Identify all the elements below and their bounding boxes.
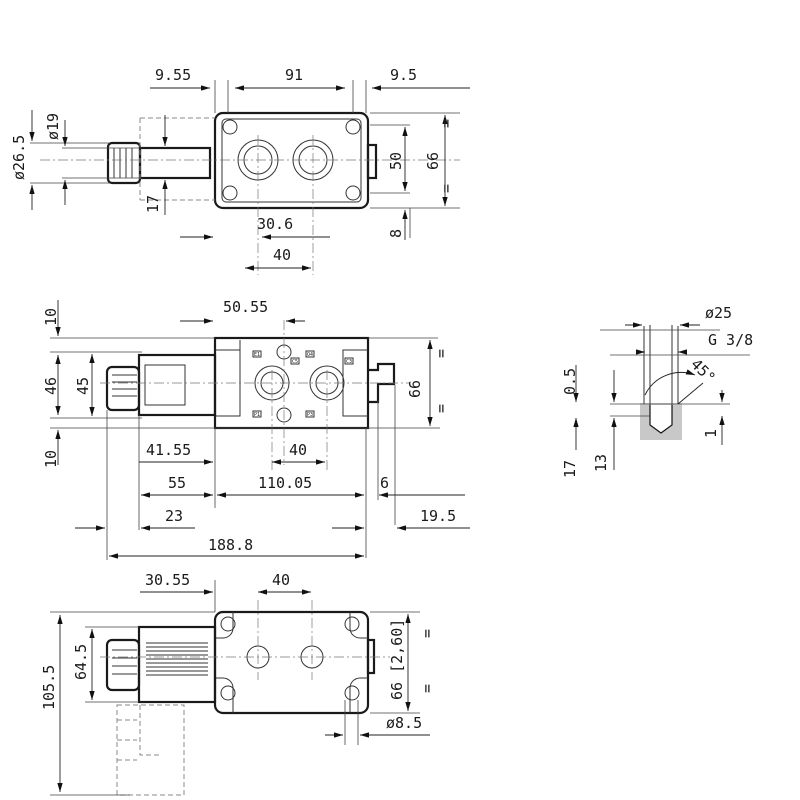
port-label: C3 <box>346 359 352 365</box>
dim-13: 13 <box>592 454 610 472</box>
stem <box>138 146 212 180</box>
symmetry-mark: = <box>418 684 436 693</box>
end-tab <box>366 143 378 180</box>
dim-17: 17 <box>144 195 162 213</box>
dim-66: 66 <box>424 152 442 170</box>
dim-66-2-60: 66 [2,60] <box>388 619 406 700</box>
dim-bottom-10: 10 <box>42 450 60 468</box>
valve-body <box>213 610 370 715</box>
ports <box>254 344 345 423</box>
dim-40: 40 <box>272 571 290 589</box>
symmetry-mark: = <box>432 349 450 358</box>
dim-50: 50 <box>387 152 405 170</box>
valve-body <box>213 336 370 430</box>
solenoid-coil <box>137 625 217 704</box>
dim-knob-diameter: ø26.5 <box>10 135 28 180</box>
end-connector <box>368 362 396 404</box>
dim-64-5: 64.5 <box>72 644 90 680</box>
dim-8: 8 <box>387 229 405 238</box>
dim-110-05: 110.05 <box>258 474 312 492</box>
dim-thread-g38: G 3/8 <box>708 331 753 349</box>
symmetry-mark: = <box>437 184 455 193</box>
port-label: C5 <box>292 359 298 365</box>
front-view: E1 C5 O4 C3 P1 P3 10 46 45 10 50.55 41.5… <box>42 298 470 560</box>
dim-66: 66 <box>406 380 424 398</box>
dim-19-5: 19.5 <box>420 507 456 525</box>
dim-6: 6 <box>380 474 389 492</box>
dim-45: 45 <box>74 377 92 395</box>
symmetry-mark: = <box>418 629 436 638</box>
port-label: O4 <box>307 352 313 358</box>
dim-1: 1 <box>702 429 720 438</box>
dim-30-55: 30.55 <box>145 571 190 589</box>
dim-105-5: 105.5 <box>40 665 58 710</box>
dim-23: 23 <box>165 507 183 525</box>
dim-41-55: 41.55 <box>146 441 191 459</box>
dim-17: 17 <box>561 460 579 478</box>
connector-outline-hidden <box>116 704 185 796</box>
bottom-view: 30.55 40 105.5 64.5 66 [2,60] = = ø8.5 <box>40 571 436 796</box>
port-label: P1 <box>254 412 260 418</box>
dim-55: 55 <box>168 474 186 492</box>
dim-46: 46 <box>42 377 60 395</box>
top-view: 9.55 91 9.5 ø26.5 ø19 17 50 66 8 = = 30.… <box>10 66 470 275</box>
dim-0-5: 0.5 <box>561 368 579 395</box>
dim-diameter-25: ø25 <box>705 304 732 322</box>
dim-50-55: 50.55 <box>223 298 268 316</box>
dim-stem-diameter: ø19 <box>44 113 62 140</box>
symmetry-mark: = <box>437 119 455 128</box>
coil-winding <box>146 642 208 676</box>
mounting-holes <box>215 612 368 713</box>
knob <box>105 365 141 412</box>
knob <box>105 638 141 692</box>
end-tab <box>366 638 376 675</box>
dim-45-degrees: 45° <box>687 355 719 387</box>
connector-plate <box>144 364 186 406</box>
dim-9-55: 9.55 <box>155 66 191 84</box>
dim-top-10: 10 <box>42 308 60 326</box>
solenoid-coil <box>137 353 217 417</box>
dim-hole-diameter: ø8.5 <box>386 714 422 732</box>
symmetry-mark: = <box>432 404 450 413</box>
dim-188-8: 188.8 <box>208 536 253 554</box>
dim-9-5: 9.5 <box>390 66 417 84</box>
port-label: P3 <box>307 412 313 418</box>
mounting-holes <box>222 119 361 201</box>
knob <box>106 141 142 185</box>
dim-91: 91 <box>285 66 303 84</box>
port-label: E1 <box>254 352 260 358</box>
dim-40: 40 <box>289 441 307 459</box>
dim-30-6: 30.6 <box>257 215 293 233</box>
dim-40: 40 <box>273 246 291 264</box>
port-detail-view: ø25 G 3/8 45° 0.5 17 13 1 <box>561 304 753 478</box>
